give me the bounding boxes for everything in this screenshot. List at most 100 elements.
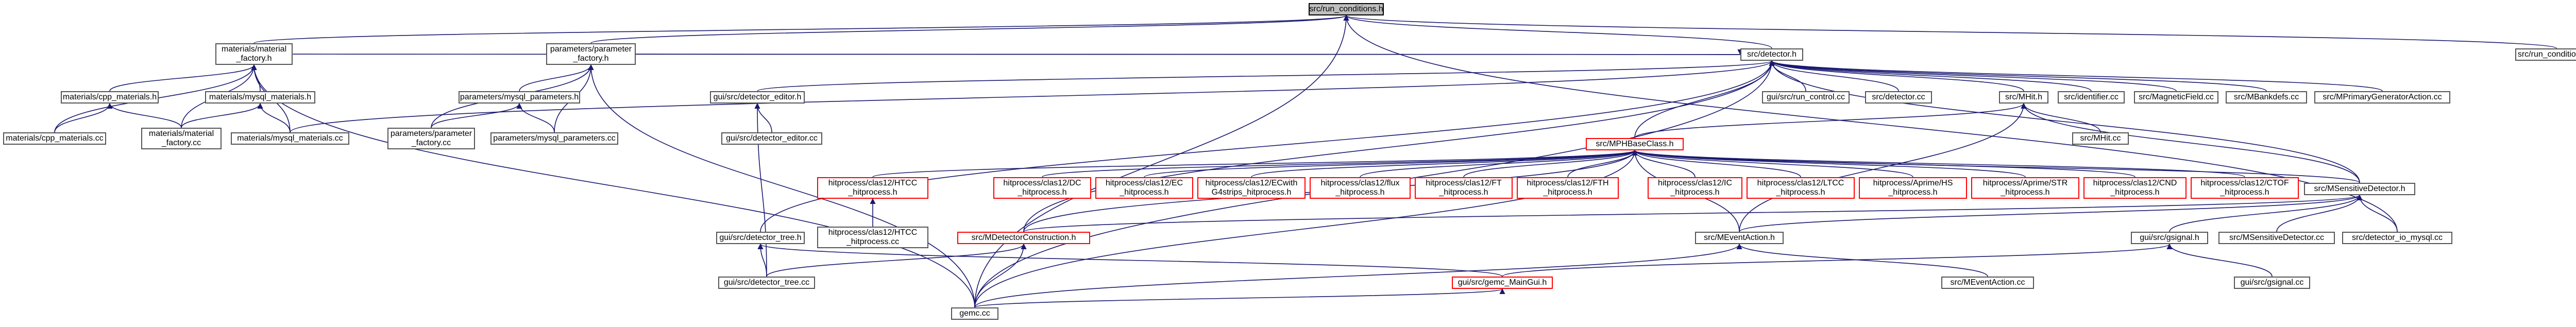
edge-ecwith_h-to-mphbase_h xyxy=(1251,149,1638,178)
node-parameter-factory-cc[interactable]: parameters/parameter _factory.cc xyxy=(387,128,475,149)
edge-meventaction_h-to-mhit_h xyxy=(1739,102,2027,232)
edge-magneticfield_cc-to-detector_h xyxy=(1769,60,2177,92)
node-meventaction-h[interactable]: src/MEventAction.h xyxy=(1695,232,1784,244)
edge-mhit_cc-to-mhit_h xyxy=(2021,102,2101,133)
edge-ctof_h-to-mphbase_h xyxy=(1632,149,2245,178)
node-detector-editor-cc[interactable]: gui/src/detector_editor.cc xyxy=(721,132,822,145)
node-flux-hitprocess-h[interactable]: hitprocess/clas12/flux _hitprocess.h xyxy=(1310,177,1411,199)
edge-gemc_cc-to-material_factory_h xyxy=(251,64,975,308)
node-mysql-materials-h[interactable]: materials/mysql_materials.h xyxy=(205,91,315,104)
node-detector-tree-cc[interactable]: gui/src/detector_tree.cc xyxy=(718,277,815,289)
edge-gemc_cc-to-meventaction_h xyxy=(974,243,1742,308)
edge-msensitive_h-to-mphbase_h xyxy=(1632,149,2360,183)
node-mbankdefs-cc[interactable]: src/MBankdefs.cc xyxy=(2226,91,2307,104)
edge-parameter_factory_cc-to-mysql_parameters_h xyxy=(431,102,522,128)
edge-mdetector_construction_h-to-msensitive_h xyxy=(1023,194,2362,232)
node-ft-hitprocess-h[interactable]: hitprocess/clas12/FT _hitprocess.h xyxy=(1415,177,1513,199)
node-msensitivedetector-cc[interactable]: src/MSensitiveDetector.cc xyxy=(2218,232,2335,244)
node-msensitivedetector-h[interactable]: src/MSensitiveDetector.h xyxy=(2304,183,2415,195)
edge-meventaction_h-to-msensitive_h xyxy=(1739,194,2363,232)
node-identifier-cc[interactable]: src/identifier.cc xyxy=(2058,91,2125,104)
edge-material_factory_cc-to-mysql_materials_h xyxy=(181,102,263,128)
node-gemc-maingui-h[interactable]: gui/src/gemc_MainGui.h xyxy=(1452,277,1553,289)
node-mhit-cc[interactable]: src/MHit.cc xyxy=(2072,132,2129,145)
node-gemc-cc[interactable]: gemc.cc xyxy=(951,307,998,320)
node-mysql-materials-cc[interactable]: materials/mysql_materials.cc xyxy=(231,132,349,145)
node-run-control-cc[interactable]: gui/src/run_control.cc xyxy=(1762,91,1850,104)
edge-gemc_cc-to-gemc_maingui_h xyxy=(974,288,1505,308)
node-detector-io-mysql-cc[interactable]: src/detector_io_mysql.cc xyxy=(2342,232,2452,244)
edge-detector_editor_cc-to-detector_editor_h xyxy=(754,102,772,133)
node-cnd-hitprocess-h[interactable]: hitprocess/clas12/CND _hitprocess.h xyxy=(2083,177,2187,199)
edge-run_conditions_cc-to-run_conditions_h xyxy=(1344,14,2557,49)
node-ec-hitprocess-h[interactable]: hitprocess/clas12/EC _hitprocess.h xyxy=(1095,177,1193,199)
node-mhit-h[interactable]: src/MHit.h xyxy=(1999,91,2048,104)
edge-aprime_hs_h-to-mphbase_h xyxy=(1632,149,1913,178)
edge-mysql_materials_cc-to-detector_h xyxy=(290,60,1775,133)
node-dc-hitprocess-h[interactable]: hitprocess/clas12/DC _hitprocess.h xyxy=(993,177,1091,199)
node-aprime-str-hitprocess-h[interactable]: hitprocess/Aprime/STR _hitprocess.h xyxy=(1971,177,2079,199)
node-ecwith-g4strips-hitprocess-h[interactable]: hitprocess/clas12/ECwith G4strips_hitpro… xyxy=(1197,177,1306,199)
edge-cpp_materials_cc-to-cpp_materials_h xyxy=(54,102,113,133)
edge-ec_h-to-mphbase_h xyxy=(1144,149,1638,178)
edge-cpp_materials_h-to-material_factory_h xyxy=(109,64,257,92)
node-htcc-hitprocess-h[interactable]: hitprocess/clas12/HTCC _hitprocess.h xyxy=(817,177,928,199)
edge-gemc_cc-to-run_conditions_h xyxy=(974,14,1349,308)
node-cpp-materials-h[interactable]: materials/cpp_materials.h xyxy=(61,91,159,104)
node-material-factory-cc[interactable]: materials/material _factory.cc xyxy=(141,128,222,149)
node-parameter-factory-h[interactable]: parameters/parameter _factory.h xyxy=(546,43,636,65)
node-gsignal-h[interactable]: gui/src/gsignal.h xyxy=(2131,232,2208,244)
edge-gemc_cc-to-parameter_factory_h xyxy=(588,64,975,308)
node-htcc-hitprocess-cc[interactable]: hitprocess/clas12/HTCC _hitprocess.cc xyxy=(817,227,928,248)
edge-detector_tree_cc-to-detector_tree_h xyxy=(757,243,767,277)
edge-ltcc_h-to-mphbase_h xyxy=(1632,149,1801,178)
node-detector-h[interactable]: src/detector.h xyxy=(1740,48,1803,61)
edge-parameter_factory_h-to-run_conditions_h xyxy=(590,14,1349,44)
edge-mprimary_cc-to-detector_h xyxy=(1769,60,2383,92)
node-mdetectorconstruction-h[interactable]: src/MDetectorConstruction.h xyxy=(957,232,1090,244)
node-aprime-hs-hitprocess-h[interactable]: hitprocess/Aprime/HS _hitprocess.h xyxy=(1859,177,1967,199)
edge-ft_h-to-mphbase_h xyxy=(1463,149,1638,178)
node-gsignal-cc[interactable]: gui/src/gsignal.cc xyxy=(2234,277,2310,289)
edge-material_factory_cc-to-cpp_materials_h xyxy=(107,102,182,128)
node-mprimary-generator-action-cc[interactable]: src/MPrimaryGeneratorAction.cc xyxy=(2314,91,2450,104)
edge-msensitive_cc-to-msensitive_h xyxy=(2276,194,2363,232)
edge-htcc_h-to-mphbase_h xyxy=(872,149,1638,178)
edge-detector_io_mysql_cc-to-msensitive_h xyxy=(2357,194,2398,232)
edge-mhit_h-to-detector_h xyxy=(1769,60,2024,92)
edge-detector_h-to-run_conditions_h xyxy=(1343,14,1772,49)
node-detector-editor-h[interactable]: gui/src/detector_editor.h xyxy=(710,91,805,104)
node-cpp-materials-cc[interactable]: materials/cpp_materials.cc xyxy=(3,132,106,145)
edge-mbankdefs_cc-to-detector_h xyxy=(1769,60,2267,92)
edge-parameter_factory_h-to-detector_h xyxy=(635,50,1741,57)
edge-dc_h-to-mphbase_h xyxy=(1042,149,1638,178)
edge-gemc_maingui_h-to-detector_tree_h xyxy=(757,243,1503,277)
node-run-conditions-cc[interactable]: src/run_conditions.cc xyxy=(2515,48,2576,61)
edge-detector_tree_cc-to-detector_editor_h xyxy=(754,102,767,277)
edge-gsignal_cc-to-gsignal_h xyxy=(2166,243,2273,277)
edge-mysql_parameters_h-to-parameter_factory_h xyxy=(519,64,594,92)
node-ic-hitprocess-h[interactable]: hitprocess/clas12/IC _hitprocess.h xyxy=(1648,177,1742,199)
node-fth-hitprocess-h[interactable]: hitprocess/clas12/FTH _hitprocess.h xyxy=(1517,177,1619,199)
node-detector-tree-h[interactable]: gui/src/detector_tree.h xyxy=(716,232,805,244)
node-mysql-parameters-h[interactable]: parameters/mysql_parameters.h xyxy=(459,91,580,104)
node-mysql-parameters-cc[interactable]: parameters/mysql_parameters.cc xyxy=(490,132,618,145)
node-detector-cc[interactable]: src/detector.cc xyxy=(1865,91,1932,104)
node-mphbaseclass-h[interactable]: src/MPHBaseClass.h xyxy=(1586,138,1684,150)
node-magneticfield-cc[interactable]: src/MagneticField.cc xyxy=(2134,91,2218,104)
edge-flux_h-to-mphbase_h xyxy=(1360,149,1638,178)
edge-mysql_materials_cc-to-mysql_materials_h xyxy=(257,102,291,133)
edge-mphbase_h-to-mhit_h xyxy=(1634,102,2027,139)
edge-detector_editor_h-to-detector_h xyxy=(757,60,1774,92)
edge-mphbase_h-to-detector_h xyxy=(1634,60,1775,139)
edge-identifier_cc-to-detector_h xyxy=(1769,60,2092,92)
node-ltcc-hitprocess-h[interactable]: hitprocess/clas12/LTCC _hitprocess.h xyxy=(1747,177,1855,199)
node-ctof-hitprocess-h[interactable]: hitprocess/clas12/CTOF _hitprocess.h xyxy=(2191,177,2299,199)
node-run-conditions-h[interactable]: src/run_conditions.h xyxy=(1309,3,1384,15)
edge-gemc_cc-to-mdetector_construction_h xyxy=(974,243,1027,308)
node-material-factory-h[interactable]: materials/material _factory.h xyxy=(215,43,293,65)
node-meventaction-cc[interactable]: src/MEventAction.cc xyxy=(1941,277,2034,289)
edge-gemc_maingui_h-to-gsignal_h xyxy=(1502,243,2173,277)
